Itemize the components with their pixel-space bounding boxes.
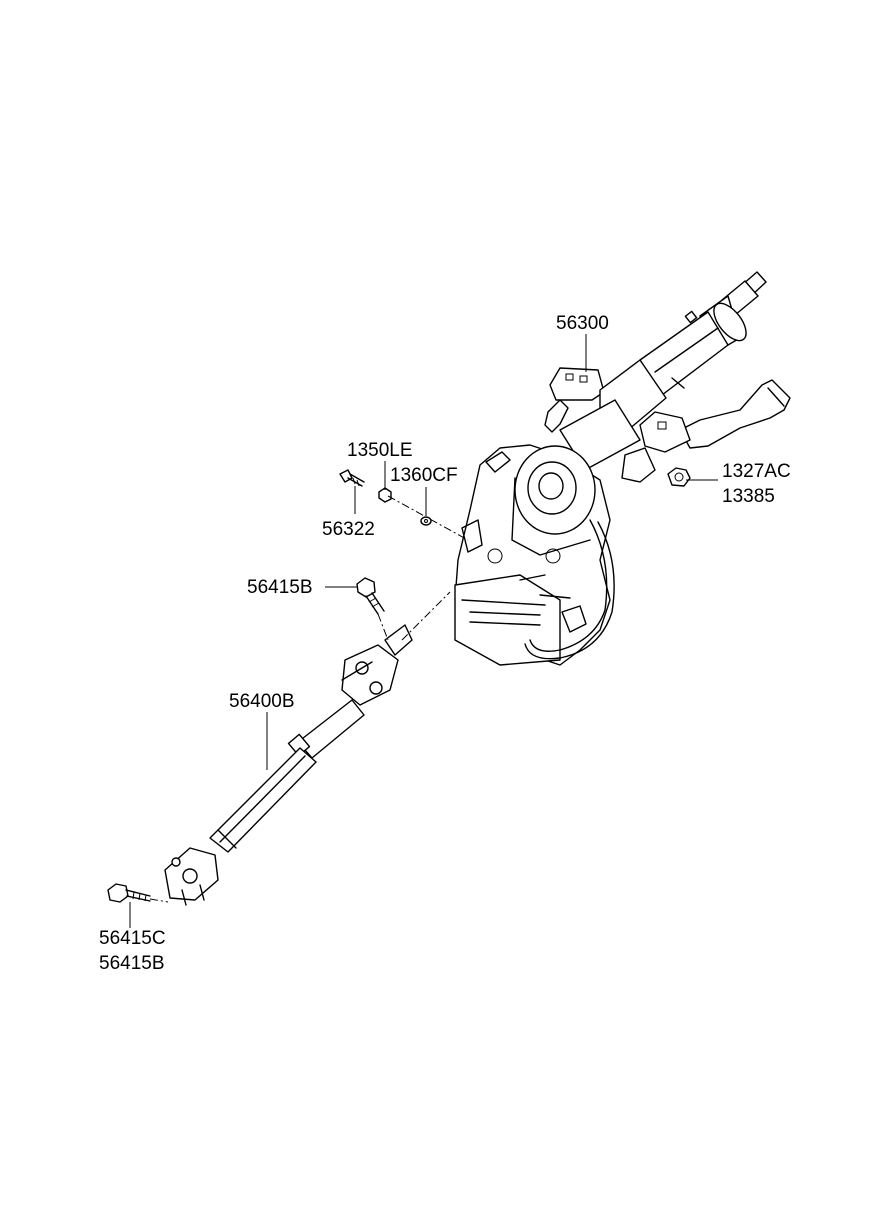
- nut-1350LE: [378, 487, 392, 503]
- washer-1360CF: [420, 516, 432, 526]
- label-56415B-upper: 56415B: [247, 577, 313, 598]
- label-56300: 56300: [556, 313, 609, 334]
- bolt-56415C: [107, 883, 151, 903]
- leader-lines: [129, 334, 718, 928]
- intermediate-shaft: [164, 624, 413, 906]
- label-1350LE: 1350LE: [347, 440, 413, 461]
- label-1327AC: 1327AC: [722, 461, 791, 482]
- label-1360CF: 1360CF: [390, 465, 458, 486]
- bolt-56415B-upper: [356, 577, 385, 615]
- assembly-lines: [149, 495, 469, 903]
- label-56322: 56322: [322, 519, 375, 540]
- eps-motor-housing: [454, 444, 615, 666]
- label-13385: 13385: [722, 486, 775, 507]
- steering-column-assembly: [544, 271, 791, 487]
- label-56400B: 56400B: [229, 691, 295, 712]
- bolt-56322: [339, 469, 365, 487]
- label-56415C: 56415C: [99, 928, 166, 949]
- label-56415B-lower: 56415B: [99, 953, 165, 974]
